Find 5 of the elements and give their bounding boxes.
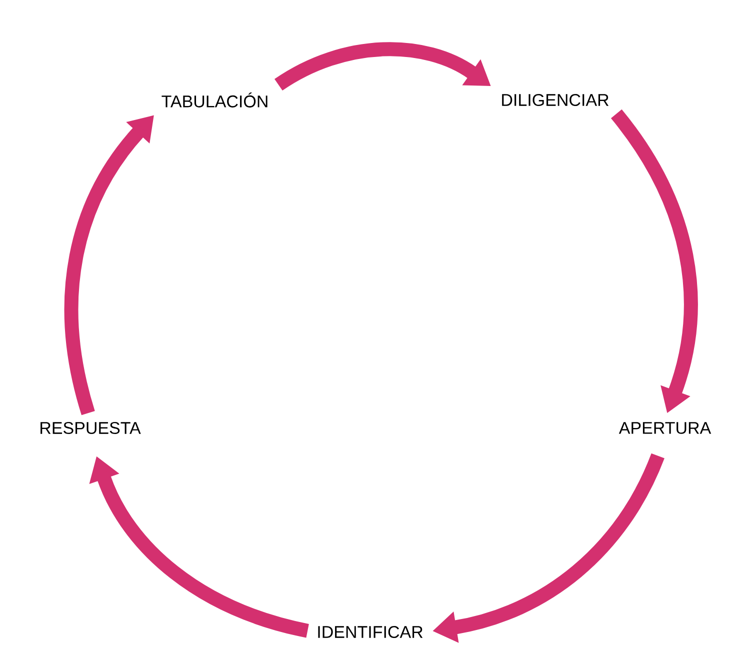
step-label: IDENTIFICAR — [318, 626, 423, 638]
step-label: APERTURA — [618, 422, 712, 434]
step-label: DILIGENCIAR — [502, 94, 609, 106]
step-label: RESPUESTA — [40, 422, 141, 434]
step-label: TABULACIÓN — [162, 92, 268, 108]
